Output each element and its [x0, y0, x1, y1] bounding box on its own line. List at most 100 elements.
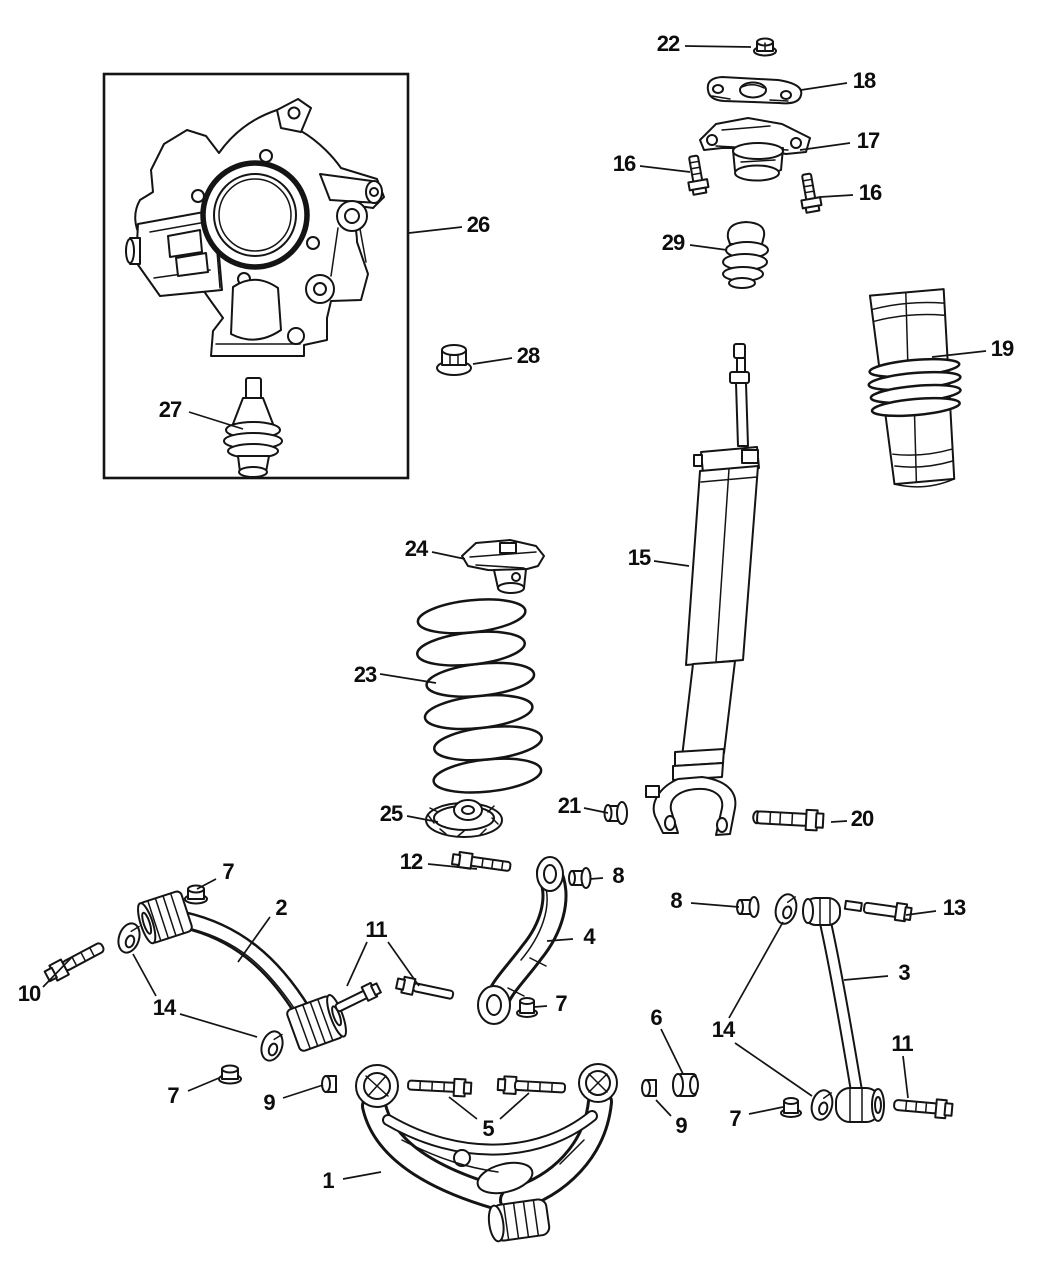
- mount-bolt-16-left-drawing: [687, 154, 710, 196]
- lower-control-arm-drawing: [355, 1063, 618, 1243]
- leader-line-12: [427, 863, 478, 870]
- callout-27: 27: [158, 397, 183, 422]
- leader-line-7: [533, 1005, 548, 1008]
- callout-8: 8: [670, 888, 682, 913]
- flange-nut-7-drawing: [218, 1064, 242, 1085]
- callout-9: 9: [675, 1113, 687, 1138]
- flange-nut-7-drawing: [184, 884, 208, 905]
- leader-line-10: [42, 956, 73, 988]
- leader-line-8: [690, 902, 740, 908]
- washer-14-drawing: [117, 922, 141, 954]
- vertical-link-drawing: [477, 856, 568, 1025]
- leader-line-9: [655, 1099, 672, 1117]
- lower-spring-isolator-drawing: [425, 799, 503, 838]
- bolt-5-drawing: [496, 1075, 567, 1095]
- leader-line-16: [819, 194, 854, 198]
- flange-nut-28-drawing: [436, 344, 472, 376]
- callout-26: 26: [466, 212, 491, 237]
- leader-line-14: [132, 953, 157, 997]
- bushing-cup-drawing: [672, 1073, 699, 1097]
- callout-21: 21: [557, 793, 582, 818]
- leader-line-29: [689, 244, 728, 251]
- bolt-12-drawing: [450, 851, 512, 872]
- leader-line-14: [728, 921, 784, 1019]
- callout-11: 11: [365, 917, 387, 942]
- mount-bracket-plate-drawing: [706, 76, 803, 105]
- callout-7: 7: [222, 859, 234, 884]
- shock-absorber-drawing: [645, 343, 760, 836]
- leader-line-5: [499, 1092, 530, 1120]
- leader-line-4: [546, 938, 574, 942]
- bolt-13-drawing: [843, 899, 913, 923]
- upper-spring-seat-drawing: [461, 539, 545, 594]
- flange-nut-8-drawing: [736, 896, 760, 918]
- callout-19: 19: [990, 336, 1015, 361]
- flange-nut-8-drawing: [568, 867, 592, 889]
- callout-17: 17: [856, 128, 881, 153]
- callout-8: 8: [612, 863, 624, 888]
- toe-link-drawing: [802, 897, 885, 1123]
- ball-joint-drawing: [223, 377, 283, 478]
- washer-14-drawing: [774, 893, 798, 925]
- leader-line-23: [379, 673, 437, 684]
- callout-28: 28: [516, 343, 541, 368]
- leader-line-13: [905, 910, 937, 916]
- jounce-bumper-drawing: [722, 221, 769, 289]
- leader-line-26: [408, 226, 463, 234]
- callout-7: 7: [167, 1083, 179, 1108]
- callout-14: 14: [711, 1017, 736, 1042]
- washer-14-drawing: [260, 1030, 284, 1062]
- bolt-11-drawing: [395, 975, 455, 1000]
- coil-spring-drawing: [416, 598, 543, 794]
- leader-line-19: [931, 350, 987, 358]
- leader-line-25: [406, 815, 439, 823]
- callout-29: 29: [661, 230, 686, 255]
- leader-line-5: [448, 1096, 478, 1120]
- callout-18: 18: [852, 68, 877, 93]
- leader-line-28: [472, 357, 513, 365]
- callout-13: 13: [942, 895, 967, 920]
- bolt-5-drawing: [407, 1077, 473, 1098]
- leader-line-14: [734, 1042, 813, 1097]
- leader-line-11: [387, 941, 420, 987]
- callout-12: 12: [399, 849, 424, 874]
- dust-shield-drawing: [867, 288, 962, 488]
- callout-5: 5: [482, 1116, 494, 1141]
- leader-line-7: [187, 1077, 220, 1092]
- bushing-pin-drawing: [321, 1075, 337, 1093]
- leader-line-15: [653, 560, 690, 567]
- leader-line-20: [830, 820, 848, 823]
- bolt-11-drawing: [334, 981, 382, 1013]
- leader-lines: [42, 45, 987, 1180]
- leader-line-9: [282, 1084, 324, 1099]
- washer-14-drawing: [810, 1089, 834, 1121]
- leader-line-24: [431, 551, 466, 560]
- leader-line-21: [583, 807, 609, 814]
- callout-7: 7: [555, 991, 567, 1016]
- leader-line-22: [684, 45, 752, 48]
- callout-25: 25: [379, 801, 404, 826]
- leader-line-11: [902, 1055, 909, 1099]
- leader-line-7: [748, 1106, 784, 1115]
- upper-shock-mount-drawing: [699, 117, 811, 182]
- callout-24: 24: [404, 536, 429, 561]
- leader-line-18: [800, 82, 848, 91]
- leader-line-6: [660, 1028, 684, 1075]
- callout-7: 7: [729, 1106, 741, 1131]
- callout-1: 1: [322, 1168, 334, 1193]
- flange-nut-7-drawing: [516, 997, 538, 1018]
- callout-16: 16: [612, 151, 637, 176]
- leader-line-16: [639, 165, 691, 173]
- leader-line-27: [188, 411, 244, 430]
- callout-11: 11: [891, 1031, 913, 1056]
- bolt-11-drawing: [893, 1098, 954, 1120]
- mount-nut-22-drawing: [753, 37, 777, 57]
- bushing-pin-drawing: [641, 1079, 657, 1097]
- knuckle-drawing: [125, 98, 385, 357]
- leader-line-8: [589, 877, 604, 880]
- callout-23: 23: [353, 662, 378, 687]
- upper-control-arm-drawing: [137, 890, 347, 1052]
- callout-4: 4: [583, 924, 595, 949]
